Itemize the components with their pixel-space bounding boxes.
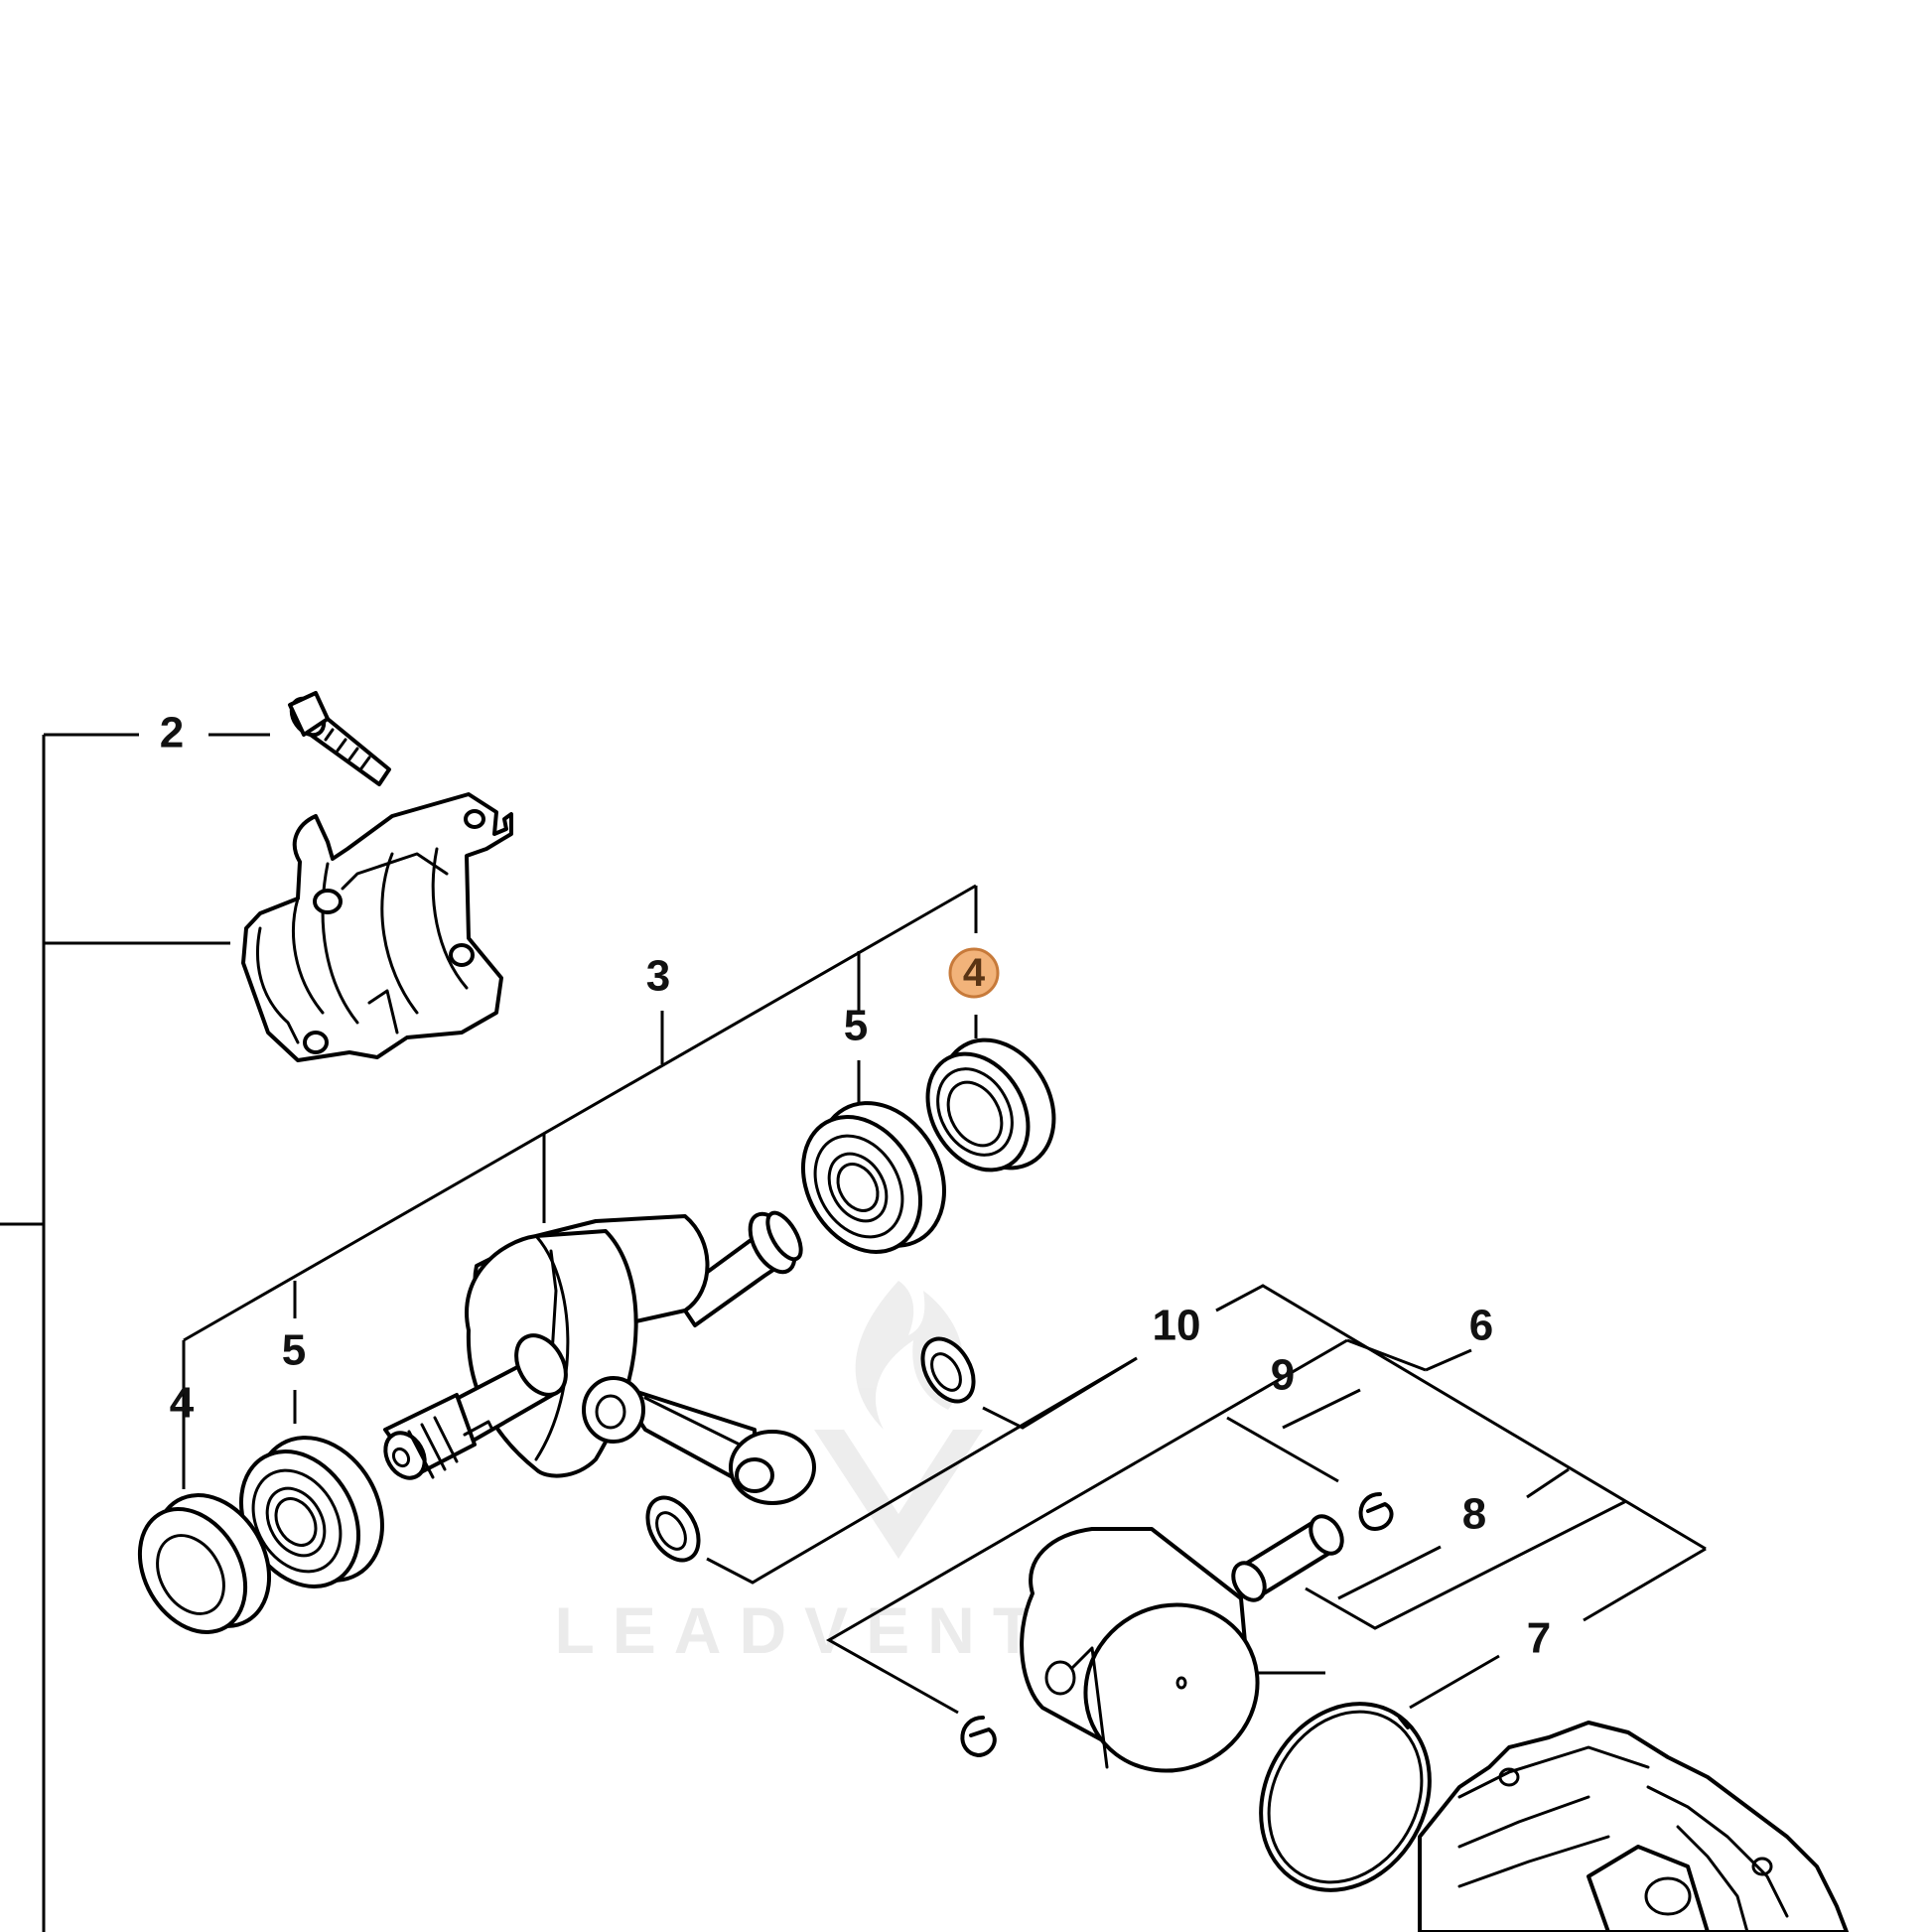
callout-8[interactable]: 8 [1462,1490,1486,1539]
oil-seal-top [925,1037,1056,1173]
crankcase-half [241,792,513,1062]
needle-bearing-upper [920,1336,976,1404]
callout-7[interactable]: 7 [1527,1614,1551,1663]
circlip-lower [960,1716,997,1757]
callout-2[interactable]: 2 [160,709,184,758]
callout-3[interactable]: 3 [646,952,670,1001]
crankshaft [383,1210,816,1505]
circlip-upper [1358,1492,1394,1531]
flame-logo-icon [814,1281,983,1559]
piston-ring [1259,1702,1432,1892]
piston [1020,1527,1260,1773]
highlight-circle [948,947,1000,999]
ball-bearing-left [238,1436,384,1588]
cylinder [1418,1721,1849,1932]
ball-bearing-top [800,1101,946,1254]
callout-4-highlighted[interactable]: 4 [948,947,1000,999]
callouts: 2 3 4 5 5 4 10 6 9 8 7 [160,709,1551,1663]
callout-5-top[interactable]: 5 [844,1002,868,1050]
callout-4-top: 4 [963,951,986,995]
callout-9[interactable]: 9 [1271,1351,1295,1400]
leader-lines [0,733,1707,1932]
needle-bearing-lower [645,1495,701,1563]
callout-6[interactable]: 6 [1469,1302,1493,1350]
screw [288,691,391,786]
callout-10[interactable]: 10 [1153,1302,1201,1350]
callout-5-left[interactable]: 5 [282,1326,306,1375]
oil-seal-left [137,1493,272,1634]
callout-4-left[interactable]: 4 [170,1379,195,1428]
piston-pin [1231,1514,1344,1602]
